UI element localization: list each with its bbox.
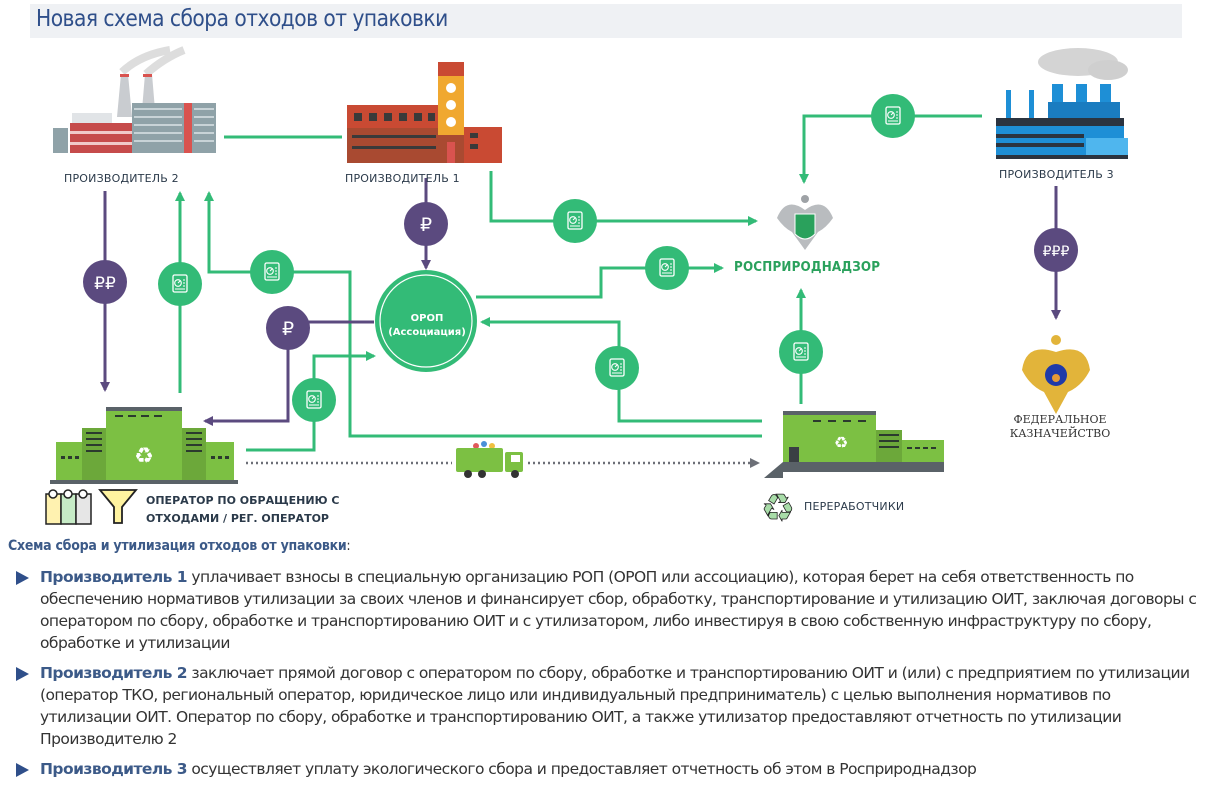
treasury-label: ФЕДЕРАЛЬНОЕ КАЗНАЧЕЙСТВО [1000, 413, 1120, 441]
factory-red-icon [347, 62, 502, 163]
money-badge-text: ₽ [420, 214, 432, 236]
producer1-label: ПРОИЗВОДИТЕЛЬ 1 [345, 172, 460, 185]
link-producer1-rpn [489, 171, 758, 226]
processor-plant-icon: ♻ [764, 411, 944, 478]
note-item-lead: Производитель 1 [40, 568, 188, 586]
money-badge-producer1: ₽ [404, 202, 448, 246]
money-badge-text: ₽₽ [94, 274, 116, 294]
garbage-truck-icon [456, 441, 523, 478]
notes-title: Схема сбора и утилизация отходов от упак… [8, 538, 1084, 554]
link-money-orop-operator [203, 320, 374, 426]
link-producer3-rpn [799, 114, 982, 184]
eagle-emblem-icon [777, 195, 833, 250]
eagle-gold-emblem-icon [1022, 335, 1090, 414]
title-bar: Новая схема сбора отходов от упаковки [30, 4, 1182, 38]
svg-text:♻: ♻ [761, 486, 795, 530]
orop-node [375, 270, 477, 372]
svg-text:♻: ♻ [834, 433, 848, 452]
note-item: Производитель 3 осуществляет уплату экол… [8, 758, 1203, 780]
report-badge-operator [292, 378, 336, 422]
factory-grey-icon [53, 46, 216, 153]
notes-title-colon: : [346, 538, 351, 554]
report-badge-orop-rpn [645, 246, 689, 290]
operator-label-line2: ОТХОДАМИ / РЕГ. ОПЕРАТОР [146, 512, 329, 525]
report-badge-producer1 [553, 199, 597, 243]
bullet-arrow-icon [16, 763, 29, 777]
note-item: Производитель 1 уплачивает взносы в спец… [8, 566, 1203, 654]
report-badge-processors-orop [595, 346, 639, 390]
note-item-lead: Производитель 3 [40, 760, 188, 778]
money-badge-text: ₽₽₽ [1043, 244, 1070, 260]
orop-label-line2: (Ассоциация) [388, 327, 466, 338]
factory-blue-icon [996, 48, 1128, 159]
notes-title-text: Схема сбора и утилизация отходов от упак… [8, 538, 347, 554]
operator-label: ОПЕРАТОР ПО ОБРАЩЕНИЮ С ОТХОДАМИ / РЕГ. … [146, 492, 339, 528]
report-badge-processors-rpn [779, 330, 823, 374]
recycle-symbol-icon: ♻ [761, 486, 796, 531]
treasury-label-line1: ФЕДЕРАЛЬНОЕ [1013, 413, 1107, 426]
treasury-label-line2: КАЗНАЧЕЙСТВО [1009, 427, 1111, 440]
orop-label: ОРОП (Ассоциация) [380, 312, 474, 340]
note-item-lead: Производитель 2 [40, 664, 188, 682]
scheme-notes: Схема сбора и утилизация отходов от упак… [8, 538, 1203, 780]
producer2-label: ПРОИЗВОДИТЕЛЬ 2 [64, 172, 179, 185]
processors-label: ПЕРЕРАБОТЧИКИ [804, 500, 905, 513]
funnel-icon [98, 489, 138, 524]
page-title: Новая схема сбора отходов от упаковки [36, 6, 448, 32]
recycling-plant-icon: ♻ [50, 407, 238, 484]
note-item-text: осуществляет уплату экологического сбора… [187, 760, 977, 778]
note-item-text: заключает прямой договор с оператором по… [40, 664, 1190, 748]
report-badge-orop-left [250, 250, 294, 294]
bullet-arrow-icon [16, 571, 29, 585]
waste-scheme-diagram: ₽ ₽₽ ₽ ₽₽₽ [45, 46, 1128, 531]
note-item: Производитель 2 заключает прямой договор… [8, 662, 1203, 750]
rosprirodnadzor-label: РОСПРИРОДНАДЗОР [734, 260, 881, 275]
producer3-label: ПРОИЗВОДИТЕЛЬ 3 [999, 168, 1114, 181]
money-badge-producer3: ₽₽₽ [1034, 228, 1078, 272]
orop-label-line1: ОРОП [410, 313, 444, 324]
money-badge-orop: ₽ [266, 306, 310, 350]
waste-bins-icon [45, 489, 92, 525]
bullet-arrow-icon [16, 667, 29, 681]
money-badge-text: ₽ [282, 318, 294, 340]
note-item-text: уплачивает взносы в специальную организа… [40, 568, 1197, 652]
report-badge-producer3 [871, 94, 915, 138]
money-badge-producer2: ₽₽ [83, 260, 127, 304]
operator-label-line1: ОПЕРАТОР ПО ОБРАЩЕНИЮ С [146, 494, 340, 507]
link-processors-producer2 [204, 191, 762, 438]
report-badge-producer2 [158, 262, 202, 306]
svg-text:♻: ♻ [134, 444, 154, 469]
